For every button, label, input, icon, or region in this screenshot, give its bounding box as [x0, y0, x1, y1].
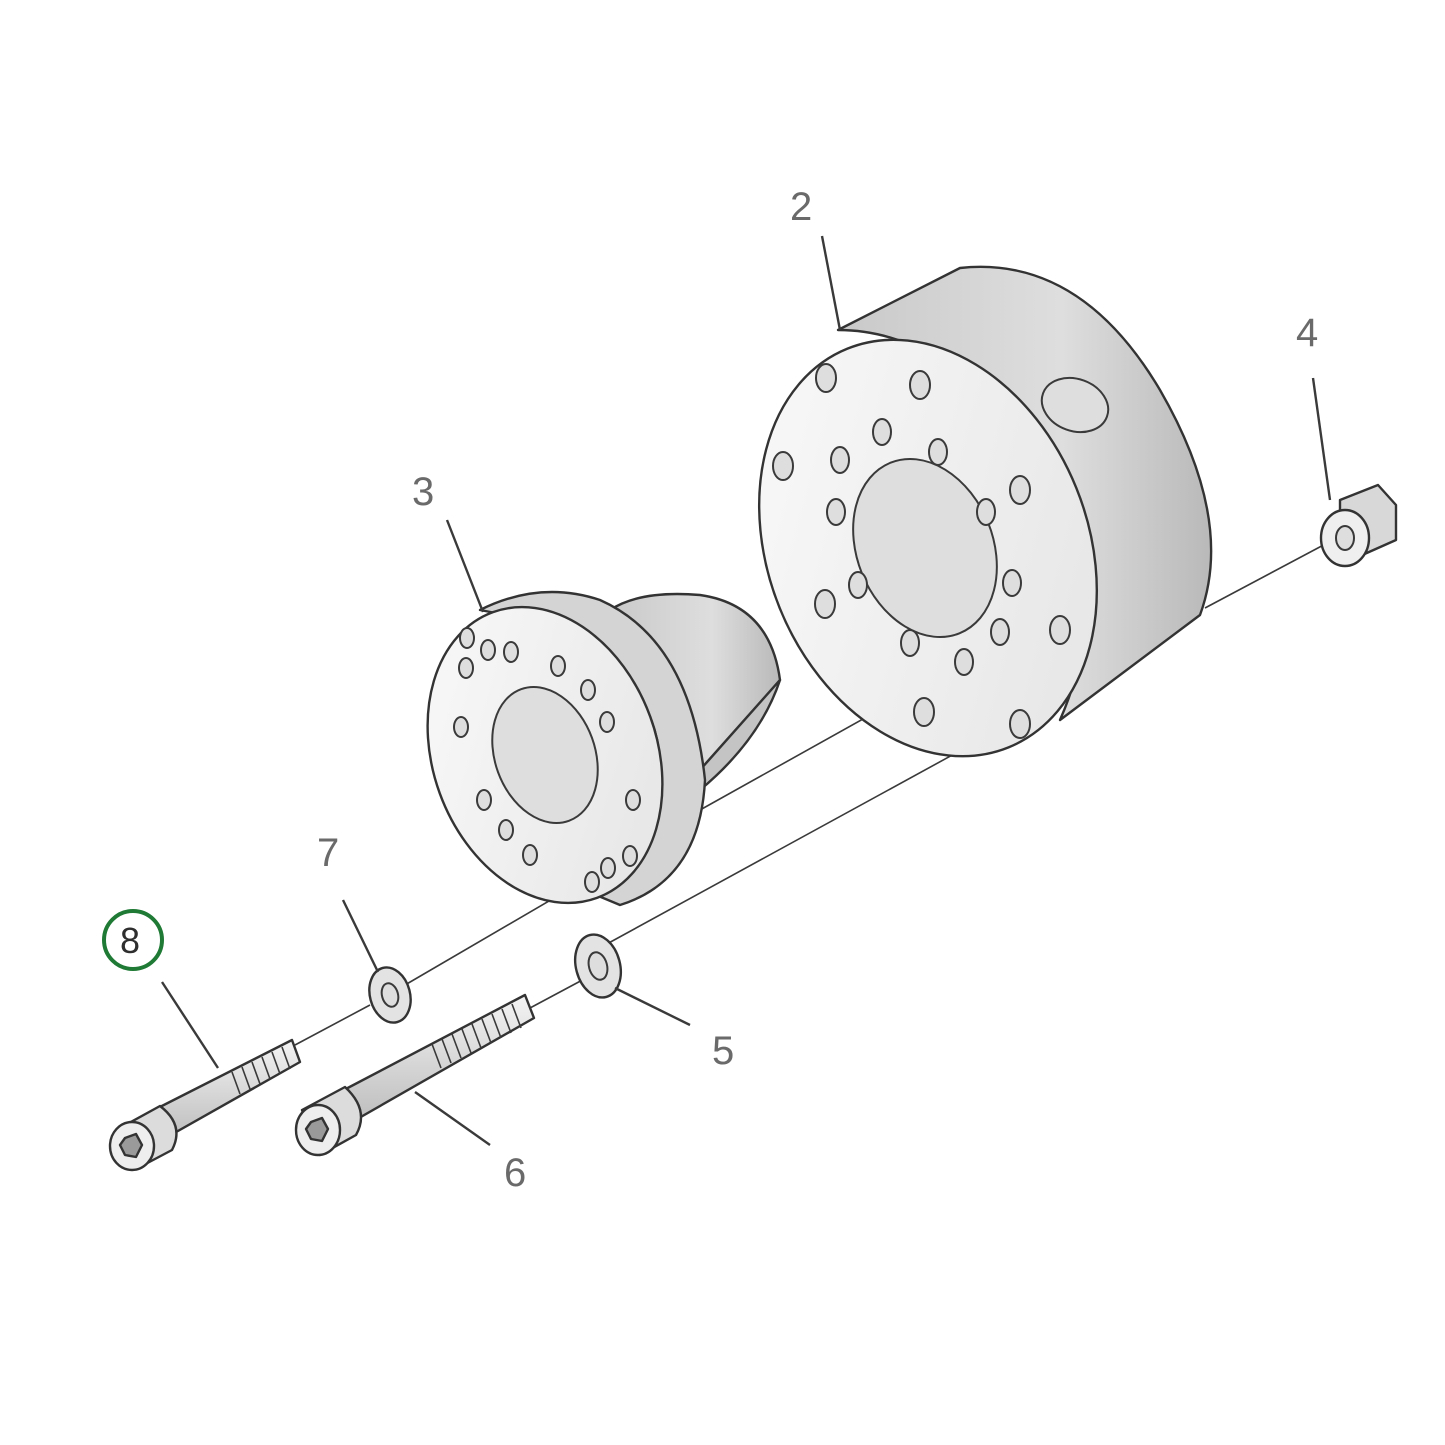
callout-4: 4	[1296, 311, 1318, 355]
screw-8-threads	[231, 1046, 291, 1095]
callout-6: 6	[504, 1151, 526, 1195]
part-6-cap-screw	[294, 993, 536, 1157]
part-5-washer	[573, 933, 623, 999]
drum-inner-holes	[826, 418, 1022, 676]
leader-lines	[160, 235, 1332, 1146]
callout-8-highlight-ring	[102, 909, 164, 971]
part-2-drum	[757, 265, 1213, 758]
part-3-flange-hub	[426, 590, 782, 907]
part-4-flange-nut	[1319, 483, 1398, 568]
flange-holes	[453, 627, 641, 893]
callout-5: 5	[712, 1029, 734, 1073]
callout-7: 7	[317, 831, 339, 875]
callout-3: 3	[412, 470, 434, 514]
callout-2: 2	[790, 185, 812, 229]
screw-6-threads	[431, 1003, 522, 1069]
part-8-cap-screw	[108, 1038, 302, 1172]
part-7-washer	[368, 966, 412, 1024]
callout-8: 8	[120, 920, 140, 961]
drum-outer-holes	[772, 363, 1071, 739]
callout-labels: 2 3 4 5 6 7 8	[102, 185, 1318, 1195]
